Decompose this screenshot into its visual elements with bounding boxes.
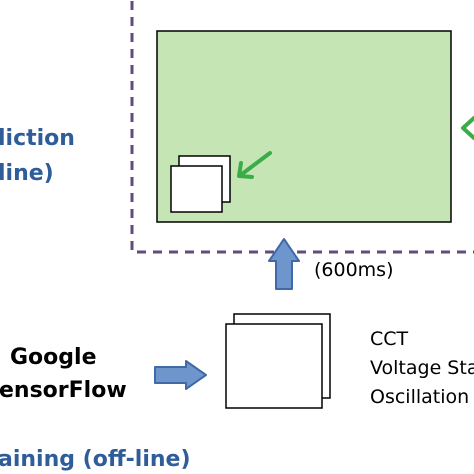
engine-label-line1: Google (10, 345, 97, 370)
feature-item-cct: CCT (370, 328, 409, 350)
engine-label-line2: ensorFlow (0, 378, 127, 403)
feature-item-oscillation: Oscillation (370, 386, 470, 408)
interval-label: (600ms) (314, 259, 394, 281)
stacked-square-front (170, 165, 223, 213)
green-arrow-icon (237, 151, 272, 179)
green-arrow-right-icon (461, 116, 474, 140)
training-label: aining (off-line) (0, 447, 191, 472)
blue-right-arrow-icon (154, 360, 207, 390)
blue-up-arrow-icon (268, 238, 300, 290)
document-stack-front (225, 323, 323, 409)
feature-item-voltage: Voltage Sta (370, 357, 474, 379)
prediction-label-line2: line) (0, 161, 54, 186)
prediction-label-line1: liction (0, 126, 75, 151)
